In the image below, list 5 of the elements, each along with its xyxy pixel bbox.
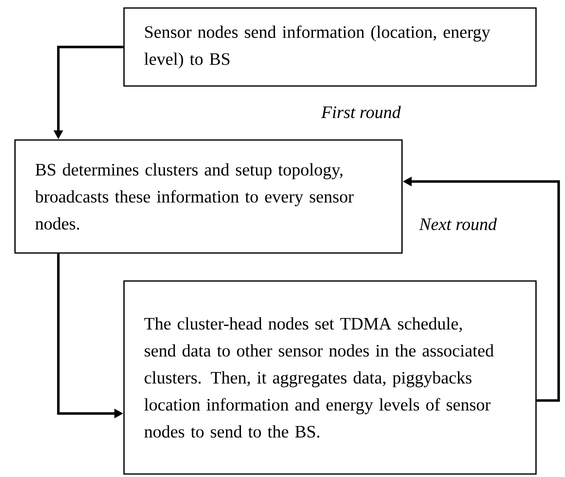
round-label: First round (321, 106, 401, 118)
round-label: Next round (419, 218, 497, 230)
process-box: The cluster-head nodes set TDMA schedule, send data to other sensor nodes in the associated clusters. Then, it aggregates data, piggybacks location information and energy levels of sensor nodes to send to the BS. (123, 280, 537, 475)
process-box: BS determines clusters and setup topology, broadcasts these information to every sensor nodes. (14, 139, 403, 254)
process-box: Sensor nodes send information (location, energy level) to BS (123, 7, 537, 87)
